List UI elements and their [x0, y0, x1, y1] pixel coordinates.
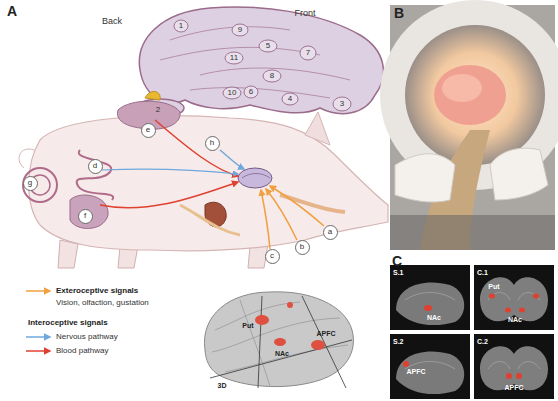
slice-label: S.2 [393, 338, 404, 346]
letter-text: a [328, 228, 332, 236]
letter-circle: g [23, 176, 38, 191]
legend-note: Vision, olfaction, gustation [56, 299, 149, 308]
callout-number: 7 [306, 49, 310, 58]
brain-lateral [136, 7, 383, 117]
letter-text: b [300, 243, 304, 251]
legend-text: Nervous pathway [56, 333, 118, 342]
brain-3d [204, 292, 353, 388]
panel-letter: C [392, 254, 402, 269]
letter-text: f [84, 212, 86, 220]
region-label: NAc [427, 314, 441, 322]
legend-arrow [26, 290, 50, 292]
region-label: APFC [316, 330, 335, 338]
slice-label: C.2 [477, 338, 488, 346]
callout-number: 11 [230, 54, 238, 63]
callout-number: 5 [266, 42, 270, 51]
direction-label: Front [294, 9, 315, 19]
legend-text: Blood pathway [56, 347, 108, 356]
letter-circle: a [323, 225, 338, 240]
region-label: Put [242, 322, 253, 330]
region-label: Put [488, 283, 499, 291]
letter-text: h [210, 139, 214, 147]
region-label: APFC [406, 368, 425, 376]
legend-text: Exteroceptive signals [56, 287, 138, 296]
letter-circle: h [205, 136, 220, 151]
callout-number: 10 [228, 89, 237, 98]
region-label: NAc [508, 316, 522, 324]
letter-text: e [146, 126, 150, 134]
letter-circle: b [295, 240, 310, 255]
region-label: NAc [275, 350, 289, 358]
callout-number: 1 [179, 22, 183, 31]
letter-text: d [93, 162, 97, 170]
callout-number: 9 [238, 26, 242, 35]
region-label: APFC [504, 384, 523, 392]
callout-number: 4 [288, 95, 292, 104]
callout-number: 2 [156, 106, 160, 115]
letter-circle: e [141, 123, 156, 138]
letter-text: c [270, 252, 274, 260]
pig-illustration [19, 91, 388, 268]
mri-photo [380, 0, 558, 250]
letter-circle: d [88, 159, 103, 174]
callout-number: 8 [270, 72, 274, 81]
letter-circle: c [265, 249, 280, 264]
letter-circle: f [78, 209, 93, 224]
legend-arrow [26, 350, 50, 352]
slice-label: C.1 [477, 269, 488, 277]
direction-label: Back [102, 17, 122, 27]
panel-letter: A [7, 4, 17, 19]
region-label: 3D [218, 382, 227, 390]
legend-arrow [26, 336, 50, 338]
letter-text: g [28, 179, 32, 187]
slice-label: S.1 [393, 269, 404, 277]
panel-letter: B [394, 6, 404, 21]
mri-slices [390, 265, 554, 399]
callout-number: 6 [249, 88, 253, 97]
legend-note: Interoceptive signals [28, 319, 108, 328]
callout-number: 3 [340, 100, 344, 109]
